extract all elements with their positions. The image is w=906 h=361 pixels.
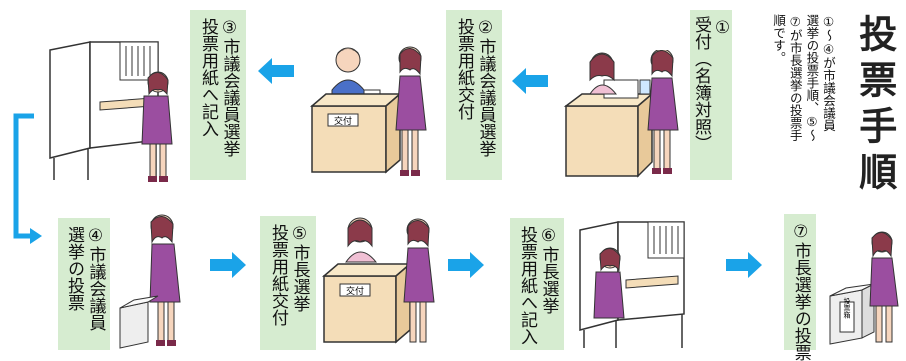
ballot-issue-illustration-2: 交付 bbox=[321, 217, 435, 344]
note-line-1: ①～④が市議会議員 bbox=[821, 14, 836, 132]
ballot-issue-illustration: 交付 bbox=[309, 46, 427, 176]
desk-sign-2: 交付 bbox=[346, 285, 364, 297]
title-text: 投票手順 bbox=[852, 14, 897, 198]
step-7-label: ⑦市長選挙の投票 bbox=[784, 214, 816, 361]
ballot-box-illustration-1 bbox=[119, 214, 181, 349]
flow-arrow-3-icon bbox=[210, 252, 246, 278]
row-connector-icon bbox=[13, 113, 42, 244]
explanatory-note: ①～④が市議会議員 選挙の投票手順、⑤～ ⑦が市長選挙の投票手 順です。 bbox=[742, 14, 836, 214]
ballot-box-sign: 投票箱 bbox=[843, 297, 851, 320]
diagram-title: 投票手順 bbox=[852, 14, 902, 214]
step-5-line-1: ⑤市長選挙 bbox=[289, 224, 310, 312]
flow-arrow-4-icon bbox=[448, 252, 484, 278]
step-7-line-1: ⑦市長選挙の投票 bbox=[790, 222, 811, 361]
step-4-line-2: 選挙の投票 bbox=[64, 226, 84, 311]
note-line-2: 選挙の投票手順、⑤～ bbox=[804, 14, 820, 142]
flow-arrow-1-icon bbox=[512, 68, 548, 94]
step-3-line-2: 投票用紙へ記入 bbox=[198, 18, 218, 137]
note-line-3: ⑦が市長選挙の投票手 bbox=[787, 14, 803, 142]
reception-illustration bbox=[563, 50, 679, 178]
voting-booth-illustration-1 bbox=[49, 41, 173, 182]
note-line-4: 順です。 bbox=[771, 14, 787, 64]
step-6-line-2: 投票用紙へ記入 bbox=[517, 226, 537, 345]
step-3-label: ③市議会議員選挙 投票用紙へ記入 bbox=[190, 10, 246, 180]
flow-arrow-2-icon bbox=[258, 58, 294, 84]
step-4-line-1: ④市議会議員 bbox=[85, 226, 106, 331]
flow-arrow-5-icon bbox=[726, 252, 762, 278]
step-2-line-1: ②市議会議員選挙 bbox=[475, 18, 496, 157]
step-1-line-2: 受付（名簿対照） bbox=[691, 16, 711, 152]
desk-sign-1: 交付 bbox=[334, 115, 352, 127]
step-1-label: ① 受付（名簿対照） bbox=[690, 10, 733, 180]
ballot-box-illustration-2: 投票箱 bbox=[829, 231, 899, 345]
step-2-label: ②市議会議員選挙 投票用紙交付 bbox=[446, 10, 502, 180]
step-4-label: ④市議会議員 選挙の投票 bbox=[58, 218, 110, 350]
voting-booth-illustration-2 bbox=[579, 221, 685, 348]
step-6-label: ⑥市長選挙 投票用紙へ記入 bbox=[510, 218, 564, 350]
step-1-line-1: ① bbox=[712, 18, 733, 38]
step-6-line-1: ⑥市長選挙 bbox=[538, 226, 559, 314]
step-2-line-2: 投票用紙交付 bbox=[454, 18, 474, 120]
step-3-line-1: ③市議会議員選挙 bbox=[219, 18, 240, 157]
step-5-line-2: 投票用紙交付 bbox=[268, 224, 288, 326]
step-5-label: ⑤市長選挙 投票用紙交付 bbox=[260, 216, 316, 350]
